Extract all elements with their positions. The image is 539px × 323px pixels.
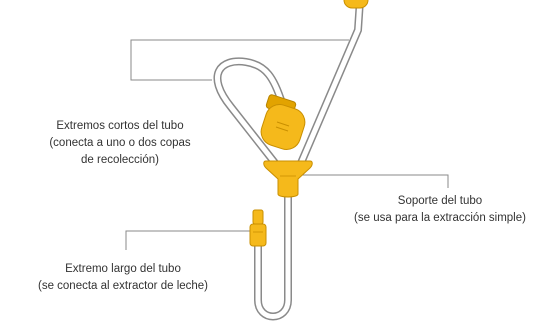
cup-connector-top-right (343, 0, 369, 9)
label-short-tube-ends-line2: (conecta a uno o dos copas (49, 137, 191, 149)
label-long-tube-end-line1: Extremo largo del tubo (65, 263, 181, 275)
label-short-tube-ends: Extremos cortos del tubo (conecta a uno … (30, 118, 210, 169)
leader-line-tube-holder (300, 174, 449, 188)
label-long-tube-end: Extremo largo del tubo (se conecta al ex… (18, 261, 228, 295)
leader-line-short-ends (130, 39, 349, 81)
tube-long (254, 188, 292, 321)
cup-connector-loop (260, 94, 306, 151)
label-short-tube-ends-line3: de recolección) (81, 154, 159, 166)
label-tube-holder: Soporte del tubo (se usa para la extracc… (340, 193, 539, 227)
tube-upper-right (297, 0, 364, 167)
label-long-tube-end-line2: (se conecta al extractor de leche) (37, 280, 209, 292)
label-short-tube-ends-line1: Extremos cortos del tubo (56, 120, 184, 132)
label-tube-holder-line1: Soporte del tubo (397, 195, 483, 207)
leader-lines (125, 39, 449, 250)
label-tube-holder-line2: (se usa para la extracción simple) (354, 212, 526, 224)
long-end-connector (249, 209, 267, 247)
tube-loop (213, 57, 286, 167)
tube-holder-y-connector (263, 160, 313, 198)
leader-line-long-end (125, 230, 251, 250)
